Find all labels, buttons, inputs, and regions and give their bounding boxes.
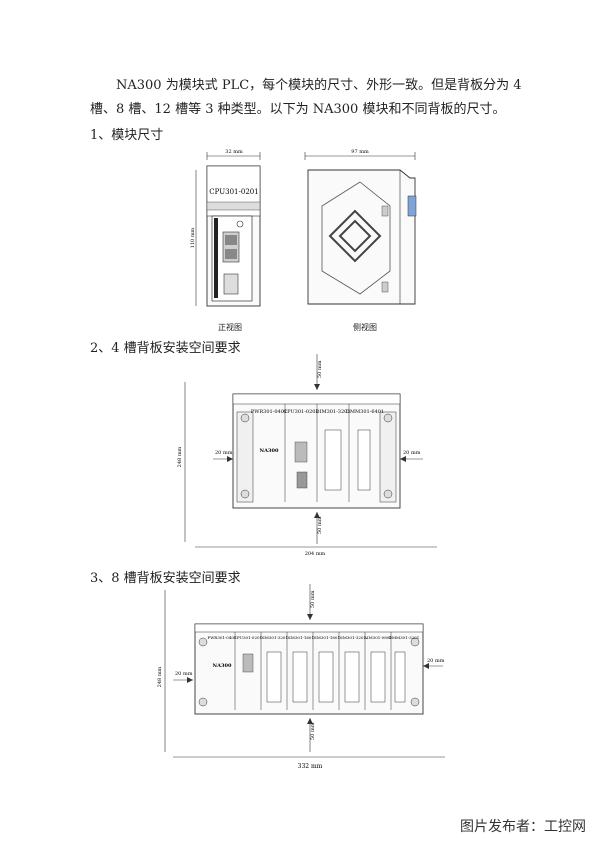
s3-module-7: AIM301-0801 <box>363 635 392 640</box>
s3-module-1: PWR301-0401 <box>208 635 237 640</box>
s3-module-8: DMM301-3201 <box>389 635 420 640</box>
s2-left-label: 20 mm <box>215 450 233 456</box>
s3-bottom-label: 50 mm <box>310 722 316 740</box>
s3-left-label: 20 mm <box>175 671 193 677</box>
module-side-view: 97 mm <box>304 149 417 305</box>
front-width-label: 32 mm <box>225 149 243 155</box>
s2-width-label: 204 mm <box>305 551 326 557</box>
s2-module-3: DIM301-3201 <box>315 409 350 415</box>
front-view-caption: 正视图 <box>218 323 242 332</box>
backplane-8-slot-diagram: 50 mm 50 mm 248 mm 332 mm 20 mm 20 mm PW… <box>157 584 445 770</box>
publisher-watermark: 图片发布者：工控网 <box>460 819 586 835</box>
s3-height-label: 248 mm <box>157 666 163 687</box>
side-view-caption: 侧视图 <box>353 323 377 332</box>
section1-heading: 1、模块尺寸 <box>90 128 164 143</box>
s2-module-4: DMM301-6401 <box>346 409 384 415</box>
intro-paragraph: NA300 为模块式 PLC，每个模块的尺寸、外形一致。但是背板分为 4 槽、8… <box>90 78 522 117</box>
s3-top-label: 50 mm <box>310 590 316 608</box>
s3-module-3: DIM301-3201 <box>260 635 288 640</box>
s2-module-1: PWR301-0401 <box>251 409 287 415</box>
s2-brand: NA300 <box>260 448 279 454</box>
module-front-view: 32 mm 110 mm CPU301-0201 <box>190 149 261 307</box>
section2-heading: 2、4 槽背板安装空间要求 <box>90 341 241 356</box>
s2-height-label: 248 mm <box>177 446 183 467</box>
backplane-4-slot-diagram: 50 mm 50 mm 248 mm 204 mm 20 mm 20 mm PW… <box>177 354 437 557</box>
s2-top-label: 50 mm <box>317 360 323 378</box>
s3-module-6: DIM301-3201 <box>338 635 366 640</box>
side-width-label: 97 mm <box>351 149 369 155</box>
s2-bottom-label: 50 mm <box>317 516 323 534</box>
s3-module-2: CPU301-0201 <box>234 635 262 640</box>
front-module-label: CPU301-0201 <box>209 188 258 196</box>
front-height-label: 110 mm <box>190 227 196 248</box>
s3-width-label: 332 mm <box>298 763 323 770</box>
s2-right-label: 20 mm <box>403 450 421 456</box>
s3-right-label: 20 mm <box>427 658 445 664</box>
s3-module-4: DIM301-1601 <box>286 635 314 640</box>
s2-module-2: CPU301-0201 <box>283 409 318 415</box>
section3-heading: 3、8 槽背板安装空间要求 <box>90 571 241 586</box>
s3-brand: NA300 <box>213 663 232 669</box>
s3-module-5: DIM301-1601 <box>312 635 340 640</box>
